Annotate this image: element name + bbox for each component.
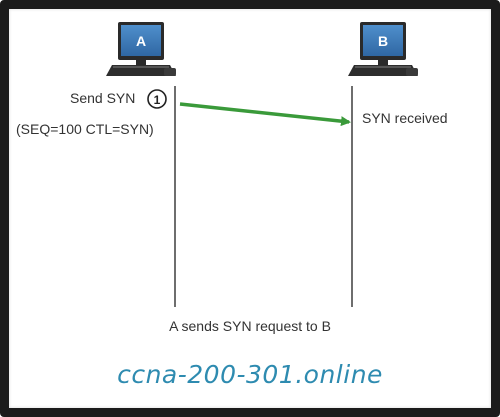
seq-ctl-label: (SEQ=100 CTL=SYN) bbox=[16, 121, 154, 137]
diagram-caption: A sends SYN request to B bbox=[169, 318, 331, 334]
send-syn-label: Send SYN bbox=[70, 90, 136, 106]
step-number: 1 bbox=[154, 93, 161, 107]
host-a-label: A bbox=[136, 33, 146, 49]
syn-received-label: SYN received bbox=[362, 110, 448, 126]
watermark: ccna-200-301.online bbox=[117, 360, 383, 389]
host-b-label: B bbox=[378, 33, 388, 49]
syn-arrow bbox=[179, 102, 351, 127]
step-number-badge: 1 bbox=[147, 89, 167, 109]
host-b-computer-icon: B bbox=[348, 22, 418, 76]
host-a-computer-icon: A bbox=[106, 22, 176, 76]
